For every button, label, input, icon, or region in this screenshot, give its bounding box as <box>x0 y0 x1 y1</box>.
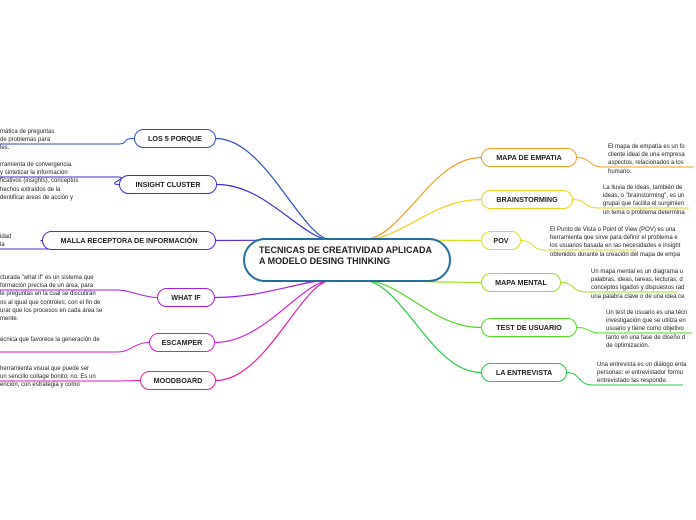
note-connector <box>576 327 692 334</box>
topic-mapa-mental[interactable]: MAPA MENTAL <box>481 273 561 292</box>
topic-escamper[interactable]: ESCAMPER <box>149 333 215 352</box>
note-connector <box>576 157 694 168</box>
note-connector <box>0 289 158 298</box>
branch-line <box>361 198 482 241</box>
topic-test-de-usuario[interactable]: TEST DE USUARIO <box>481 318 577 337</box>
note-moodboard: herramienta visual que puede ser un senc… <box>0 366 96 389</box>
topic-insight-cluster[interactable]: INSIGHT CLUSTER <box>119 175 217 194</box>
topic-what-if[interactable]: WHAT IF <box>157 288 215 307</box>
note-connector <box>0 380 141 382</box>
note-mapa-de-empatia: El mapa de empatía es un fo cliente idea… <box>608 144 685 175</box>
branch-line <box>361 279 482 374</box>
note-pov: El Punto de Vista o Point of View (POV) … <box>550 227 681 258</box>
branch-line <box>214 279 333 344</box>
note-connector <box>520 240 636 251</box>
branch-line <box>215 137 333 241</box>
branch-line <box>215 279 333 382</box>
topic-los-5-porque[interactable]: LOS 5 PORQUE <box>134 129 216 148</box>
note-escamper: écnica que favorece la generación de <box>0 337 100 343</box>
note-connector <box>0 342 150 353</box>
note-connector <box>566 372 683 386</box>
note-los-5-porque: mática de preguntas de problemas para le… <box>0 129 55 152</box>
note-connector <box>0 138 135 145</box>
note-connector <box>560 282 677 293</box>
note-brainstorming: La lluvia de ideas, también de ideas, o … <box>603 185 685 216</box>
central-topic[interactable]: TECNICAS DE CREATIVIDAD APLICADA A MODEL… <box>243 238 451 282</box>
note-test-de-usuario: Un test de usuario es una técn investiga… <box>606 310 688 349</box>
branch-line <box>361 279 482 329</box>
topic-la-entrevista[interactable]: LA ENTREVISTA <box>481 363 567 382</box>
note-connector <box>572 199 689 209</box>
note-what-if: cturada "what if" es un sistema que form… <box>0 275 103 323</box>
note-malla-receptora: idad la <box>0 234 12 249</box>
topic-moodboard[interactable]: MOODBOARD <box>140 371 216 390</box>
central-topic-title: TECNICAS DE CREATIVIDAD APLICADA A MODEL… <box>259 245 432 266</box>
note-connector <box>0 176 122 185</box>
note-la-entrevista: Una entrevista es un diálogo enta person… <box>597 362 687 385</box>
note-insight-cluster: rramienta de convergencia. y sintetizar … <box>0 162 79 201</box>
branch-line <box>216 183 333 241</box>
note-mapa-mental: Un mapa mental es un diagrama u palabras… <box>591 269 685 300</box>
topic-pov[interactable]: POV <box>481 231 521 250</box>
topic-mapa-de-empatia[interactable]: MAPA DE EMPATIA <box>481 148 577 167</box>
topic-malla-receptora[interactable]: MALLA RECEPTORA DE INFORMACIÓN <box>42 231 216 250</box>
branch-line <box>361 156 482 241</box>
topic-brainstorming[interactable]: BRAINSTORMING <box>481 190 573 209</box>
